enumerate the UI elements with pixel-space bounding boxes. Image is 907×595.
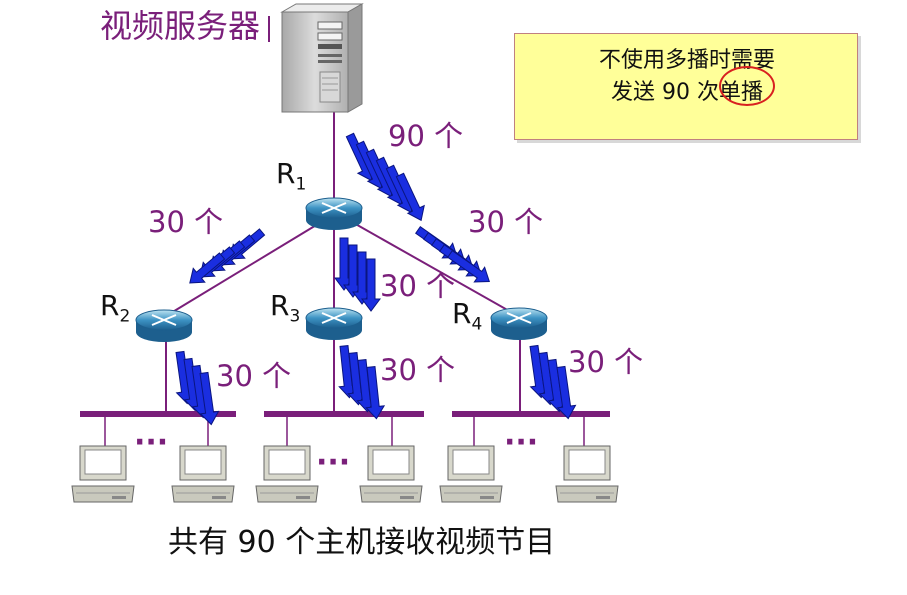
ellipsis-lan-1: ··· [134, 425, 169, 460]
computer-icon [255, 445, 319, 503]
caption: 共有 90 个主机接收视频节目 [168, 525, 556, 560]
server-label: 视频服务器 [100, 7, 261, 45]
computer-icon [171, 445, 235, 503]
arrows-r1-r2 [189, 228, 266, 284]
note-line-1: 不使用多播时需要 [598, 48, 775, 73]
arrows-server-r1 [345, 132, 425, 222]
router-icon-r3 [305, 307, 363, 340]
flow-arrow [361, 258, 381, 312]
computer-icon [359, 445, 423, 503]
link-r1-r2 [165, 223, 319, 317]
flow-arrow [199, 371, 220, 426]
flow-label-r1-r3: 30 个 [380, 269, 456, 303]
note-line-2: 发送 90 次单播 [611, 80, 763, 105]
flow-label-r1-r4: 30 个 [468, 205, 544, 239]
flow-label-r3-lan: 30 个 [380, 353, 456, 387]
flow-arrow [395, 172, 425, 222]
flow-arrow [447, 250, 491, 283]
hosts [71, 445, 619, 503]
router-icon-r1 [305, 197, 363, 230]
arrows-r1-r4 [415, 226, 491, 283]
server-icon [280, 3, 364, 113]
arrows-r1-r3 [334, 237, 381, 312]
router-label-r2: R2 [100, 289, 131, 327]
router-label-r1: R1 [276, 157, 307, 195]
flow-label-r4-lan: 30 个 [568, 345, 644, 379]
arrows-r2-lan [175, 350, 220, 426]
flow-arrow [189, 252, 226, 284]
flow-arrow [556, 365, 577, 420]
computer-icon [555, 445, 619, 503]
computer-icon [439, 445, 503, 503]
unicast-flow-arrows [175, 132, 577, 426]
computer-icon [71, 445, 135, 503]
unicast-highlight-circle [719, 66, 775, 106]
link-r1-r4 [351, 221, 519, 317]
ellipsis-lan-3: ··· [504, 425, 539, 460]
router-label-r4: R4 [452, 297, 483, 335]
flow-label-r2-lan: 30 个 [216, 359, 292, 393]
router-label-r3: R3 [270, 289, 301, 327]
flow-label-server-r1: 90 个 [388, 119, 464, 153]
flow-arrow [365, 366, 386, 420]
network-links [165, 112, 521, 412]
note-box: 不使用多播时需要 发送 90 次单播 [514, 33, 858, 140]
arrows-r3-lan [338, 345, 386, 420]
router-icon-r4 [490, 307, 548, 340]
ellipsis-lan-2: ··· [316, 445, 351, 480]
flow-label-r1-r2: 30 个 [148, 205, 224, 239]
server-label-cursor [268, 16, 270, 42]
router-icon-r2 [135, 309, 193, 342]
arrows-r4-lan [529, 344, 577, 420]
